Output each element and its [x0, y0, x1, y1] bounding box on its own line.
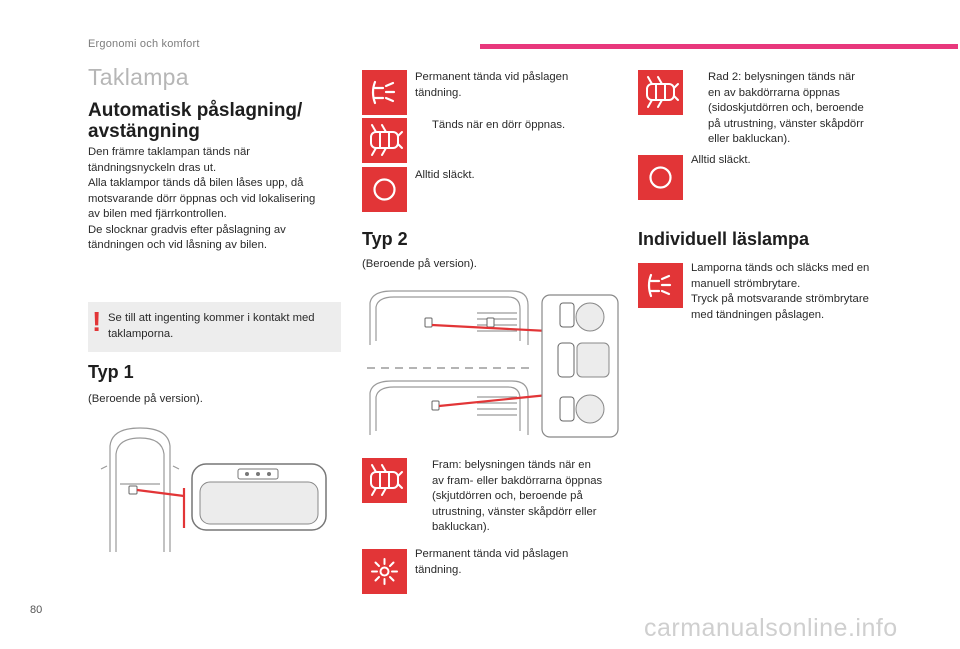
typ1-heading: Typ 1 — [88, 362, 134, 382]
typ1-mode-off: Alltid släckt. — [415, 169, 475, 181]
overhead-lamp-unit — [191, 463, 327, 531]
page-title: Taklampa — [88, 64, 189, 90]
warning-icon: ! — [92, 306, 102, 337]
typ2-mode-front: Fram: belysningen tänds när en av fram- … — [432, 459, 603, 533]
typ1-mode-door: Tänds när en dörr öppnas. — [432, 119, 566, 131]
warning-box — [88, 302, 341, 352]
car-doors-open-icon — [362, 118, 407, 163]
reading-lamp-heading: Individuell läslampa — [638, 229, 810, 249]
typ2-illustration — [367, 290, 619, 438]
warning-text: Se till att ingenting kommer i kontakt m… — [108, 312, 315, 340]
page-number: 80 — [30, 604, 43, 616]
car-side-view-rear — [369, 380, 529, 435]
car-top-view — [100, 427, 180, 552]
lamp-beam-icon — [638, 263, 683, 308]
typ2-subtext: (Beroende på version). — [362, 258, 477, 270]
typ2-mode-rear: Rad 2: belysningen tänds när en av bakdö… — [708, 71, 864, 145]
watermark: carmanualsonline.info — [644, 614, 898, 642]
section-label: Ergonomi och komfort — [88, 38, 200, 50]
car-doors-open-icon — [638, 70, 683, 115]
typ2-mode-rear-off: Alltid släckt. — [691, 154, 751, 166]
overhead-lamp-panel — [541, 294, 619, 438]
typ1-mode-permanent: Permanent tända vid påslagen tändning. — [415, 71, 569, 99]
auto-heading: Automatisk påslagning/ avstängning — [88, 100, 303, 142]
reading-lamp-text: Lamporna tänds och släcks med en manuell… — [691, 262, 870, 321]
typ1-illustration — [100, 427, 327, 552]
lamp-off-circle-icon — [638, 155, 683, 200]
typ1-subtext: (Beroende på version). — [88, 393, 203, 405]
sun-icon — [362, 549, 407, 594]
auto-paragraph: Den främre taklampan tänds när tändnings… — [88, 146, 316, 251]
typ2-mode-permanent: Permanent tända vid påslagen tändning. — [415, 548, 569, 576]
typ2-heading: Typ 2 — [362, 229, 408, 249]
header-accent-bar — [480, 44, 958, 49]
lamp-beam-icon — [362, 70, 407, 115]
car-doors-open-icon — [362, 458, 407, 503]
car-side-view-front — [369, 290, 529, 345]
lamp-off-circle-icon — [362, 167, 407, 212]
